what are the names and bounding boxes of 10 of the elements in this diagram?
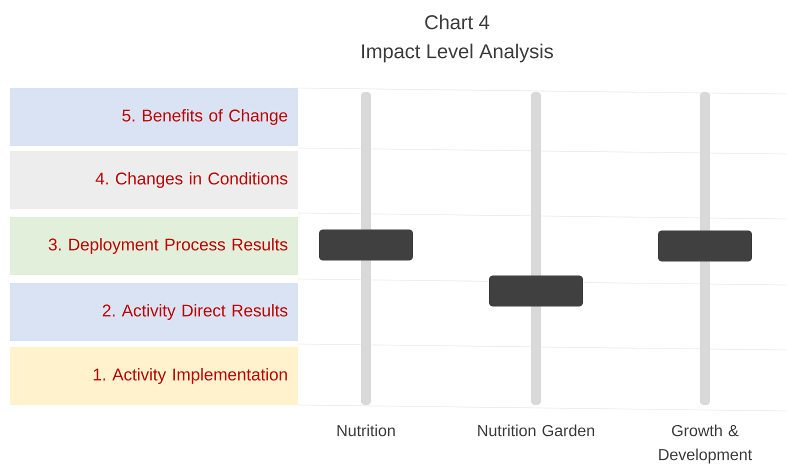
level-band: 2. Activity Direct Results: [10, 283, 298, 341]
level-band: 4. Changes in Conditions: [10, 151, 298, 209]
column-label: Growth & Development: [659, 424, 752, 464]
column-label: Nutrition: [338, 424, 395, 436]
chart-number: Chart 4: [425, 14, 490, 30]
level-band: 1. Activity Implementation: [10, 347, 298, 405]
level-band: 5. Benefits of Change: [10, 88, 298, 146]
level-band: 3. Deployment Process Results: [10, 217, 298, 275]
column-label: Nutrition Garden: [478, 424, 594, 436]
chart-title: Impact Level Analysis: [362, 44, 553, 62]
